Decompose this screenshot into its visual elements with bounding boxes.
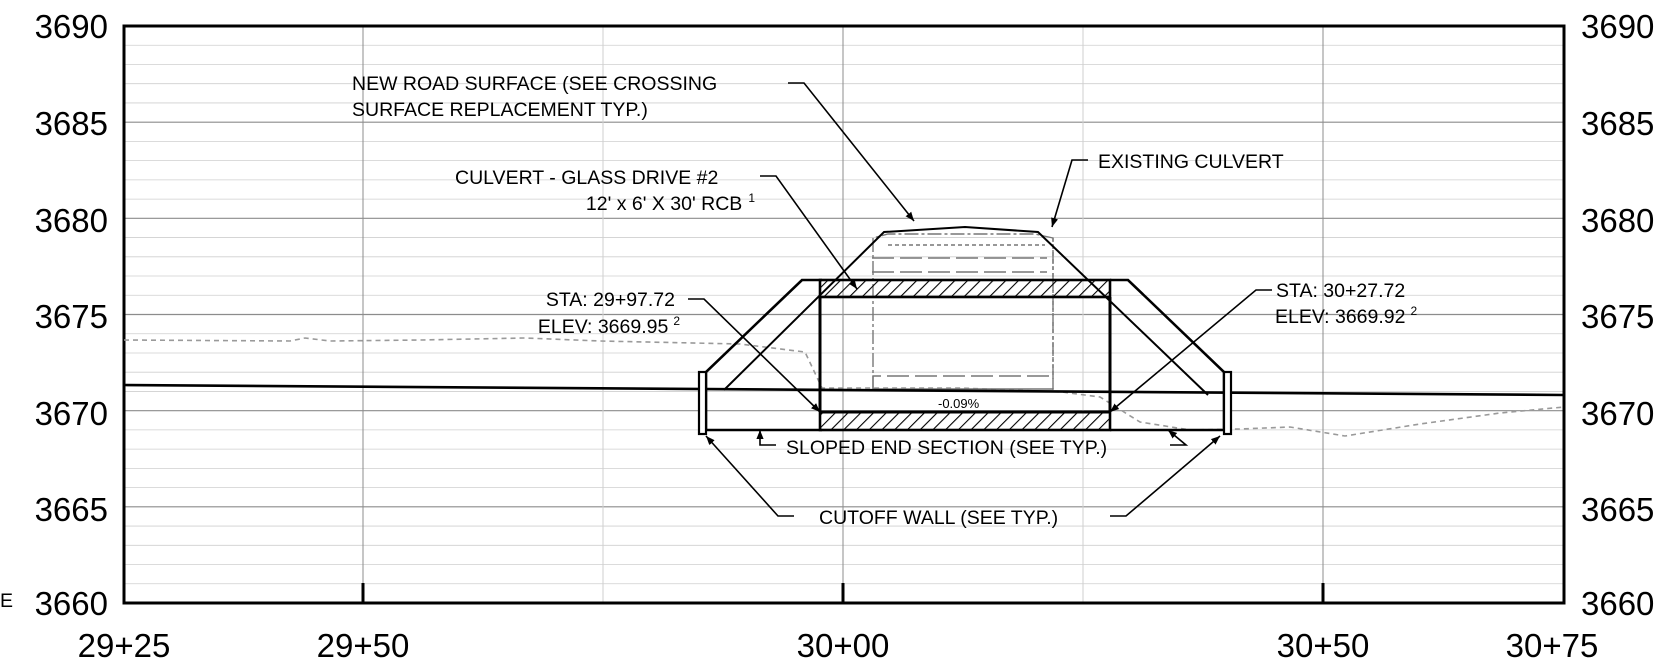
sloped-end-sections bbox=[704, 278, 1226, 432]
note-elev-right-footnote: 2 bbox=[1410, 304, 1417, 318]
new-culvert-rcb bbox=[818, 278, 1112, 432]
elev-label-left: 3685 bbox=[35, 105, 108, 142]
note-elev-left-footnote: 2 bbox=[673, 314, 680, 328]
note-elev-right: ELEV: 3669.92 2 bbox=[1275, 304, 1417, 328]
note-new-road-line2: SURFACE REPLACEMENT TYP.) bbox=[352, 99, 648, 121]
note-culvert-size: 12' x 6' X 30' RCB bbox=[586, 193, 742, 215]
elev-label-right: 3665 bbox=[1581, 491, 1654, 528]
elevation-labels-left: 3690 3685 3680 3675 3670 3665 3660 bbox=[35, 8, 108, 622]
elev-label-right: 3690 bbox=[1581, 8, 1654, 45]
note-existing-culvert: EXISTING CULVERT bbox=[1098, 151, 1284, 173]
elev-label-left: 3690 bbox=[35, 8, 108, 45]
elev-label-right: 3680 bbox=[1581, 202, 1654, 239]
existing-culvert bbox=[872, 233, 1054, 390]
elev-label-right: 3685 bbox=[1581, 105, 1654, 142]
station-label: 30+50 bbox=[1277, 627, 1370, 664]
elev-label-left: 3675 bbox=[35, 298, 108, 335]
existing-ground-profile bbox=[123, 337, 1565, 437]
new-road-surface bbox=[723, 225, 1209, 396]
elev-label-right: 3660 bbox=[1581, 585, 1654, 622]
note-elev-left: ELEV: 3669.95 2 bbox=[538, 314, 680, 338]
elev-label-right: 3675 bbox=[1581, 298, 1654, 335]
note-elev-left-value: ELEV: 3669.95 bbox=[538, 316, 669, 338]
bottom-ticks bbox=[361, 583, 1325, 603]
vertical-gridlines bbox=[362, 26, 1324, 603]
note-cutoff-wall: CUTOFF WALL (SEE TYP.) bbox=[819, 507, 1058, 529]
major-horizontal-gridlines bbox=[124, 121, 1564, 508]
elev-label-left: 3680 bbox=[35, 202, 108, 239]
note-elev-right-value: ELEV: 3669.92 bbox=[1275, 306, 1405, 328]
elev-label-left: 3670 bbox=[35, 395, 108, 432]
station-label: 29+25 bbox=[78, 627, 171, 664]
elev-label-left: 3660 bbox=[35, 585, 108, 622]
slope-label: -0.09% bbox=[938, 396, 980, 411]
elev-label-right: 3670 bbox=[1581, 395, 1654, 432]
leaders bbox=[688, 82, 1272, 517]
note-culvert-footnote: 1 bbox=[748, 191, 755, 205]
flowline bbox=[123, 383, 1565, 397]
note-culvert-line1: CULVERT - GLASS DRIVE #2 bbox=[455, 167, 718, 189]
station-label: 30+75 bbox=[1506, 627, 1599, 664]
note-sloped-end: SLOPED END SECTION (SEE TYP.) bbox=[786, 437, 1107, 459]
grid bbox=[124, 26, 1564, 603]
cutoff-wall-right bbox=[1222, 370, 1233, 436]
station-labels: 29+25 29+50 30+00 30+50 30+75 bbox=[78, 627, 1599, 664]
note-sta-right: STA: 30+27.72 bbox=[1276, 280, 1405, 302]
cutoff-wall-left bbox=[697, 370, 708, 436]
note-culvert-line2: 12' x 6' X 30' RCB 1 bbox=[586, 191, 755, 215]
edge-letter: E bbox=[0, 590, 13, 612]
minor-horizontal-gridlines bbox=[124, 44, 1564, 585]
elev-label-left: 3665 bbox=[35, 491, 108, 528]
note-sta-left: STA: 29+97.72 bbox=[546, 289, 675, 311]
elevation-labels-right: 3690 3685 3680 3675 3670 3665 3660 bbox=[1581, 8, 1654, 622]
station-label: 29+50 bbox=[317, 627, 410, 664]
note-new-road-line1: NEW ROAD SURFACE (SEE CROSSING bbox=[352, 73, 717, 95]
station-label: 30+00 bbox=[797, 627, 890, 664]
